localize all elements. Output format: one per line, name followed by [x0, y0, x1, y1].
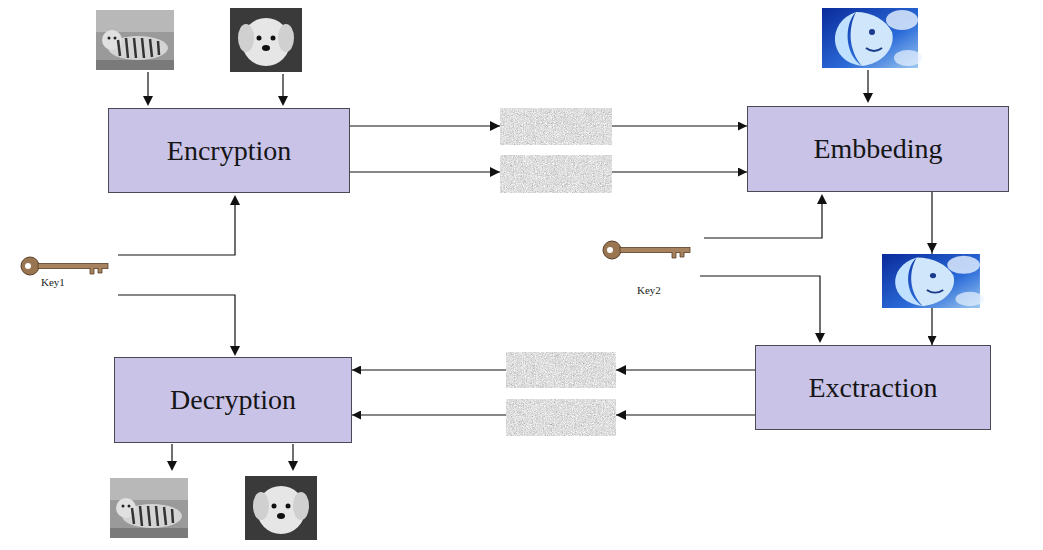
key-line [118, 204, 235, 347]
arrowhead [288, 461, 298, 471]
arrowhead [863, 93, 873, 103]
arrowhead [490, 121, 500, 131]
box-label: Exctraction [808, 372, 937, 404]
stego-image [882, 254, 984, 308]
process-box: Exctraction [755, 345, 991, 430]
arrowhead [230, 346, 240, 356]
key-icon [21, 257, 108, 275]
input-arrow [148, 72, 283, 98]
arrowhead [815, 333, 825, 343]
box-label: Encryption [167, 135, 291, 167]
tiger-image [96, 10, 174, 70]
noise-image [506, 352, 616, 388]
arrowhead [616, 365, 626, 375]
dog-image [245, 476, 317, 540]
noise-image [500, 108, 612, 145]
key-label: Key2 [636, 284, 662, 296]
dog-image [230, 8, 302, 72]
arrowhead [817, 194, 827, 204]
arrowhead [616, 410, 626, 420]
process-box: Encryption [108, 108, 350, 193]
noise-image [500, 155, 612, 193]
key-label: Key1 [40, 276, 66, 288]
box-label: Decryption [170, 384, 296, 416]
process-box: Decryption [114, 357, 352, 443]
key-line [700, 203, 822, 334]
arrowhead [143, 96, 153, 106]
noise-image [506, 399, 616, 436]
input-arrow [867, 70, 868, 94]
arrowhead [490, 167, 500, 177]
arrowhead [167, 461, 177, 471]
arrowhead [927, 243, 937, 253]
tiger-image [110, 478, 188, 538]
key-icon [603, 241, 690, 259]
cover-image [822, 8, 922, 68]
box-label: Embbeding [813, 133, 942, 165]
output-arrow [172, 444, 293, 462]
arrowhead [230, 195, 240, 205]
arrowhead [278, 96, 288, 106]
process-box: Embbeding [747, 106, 1009, 192]
